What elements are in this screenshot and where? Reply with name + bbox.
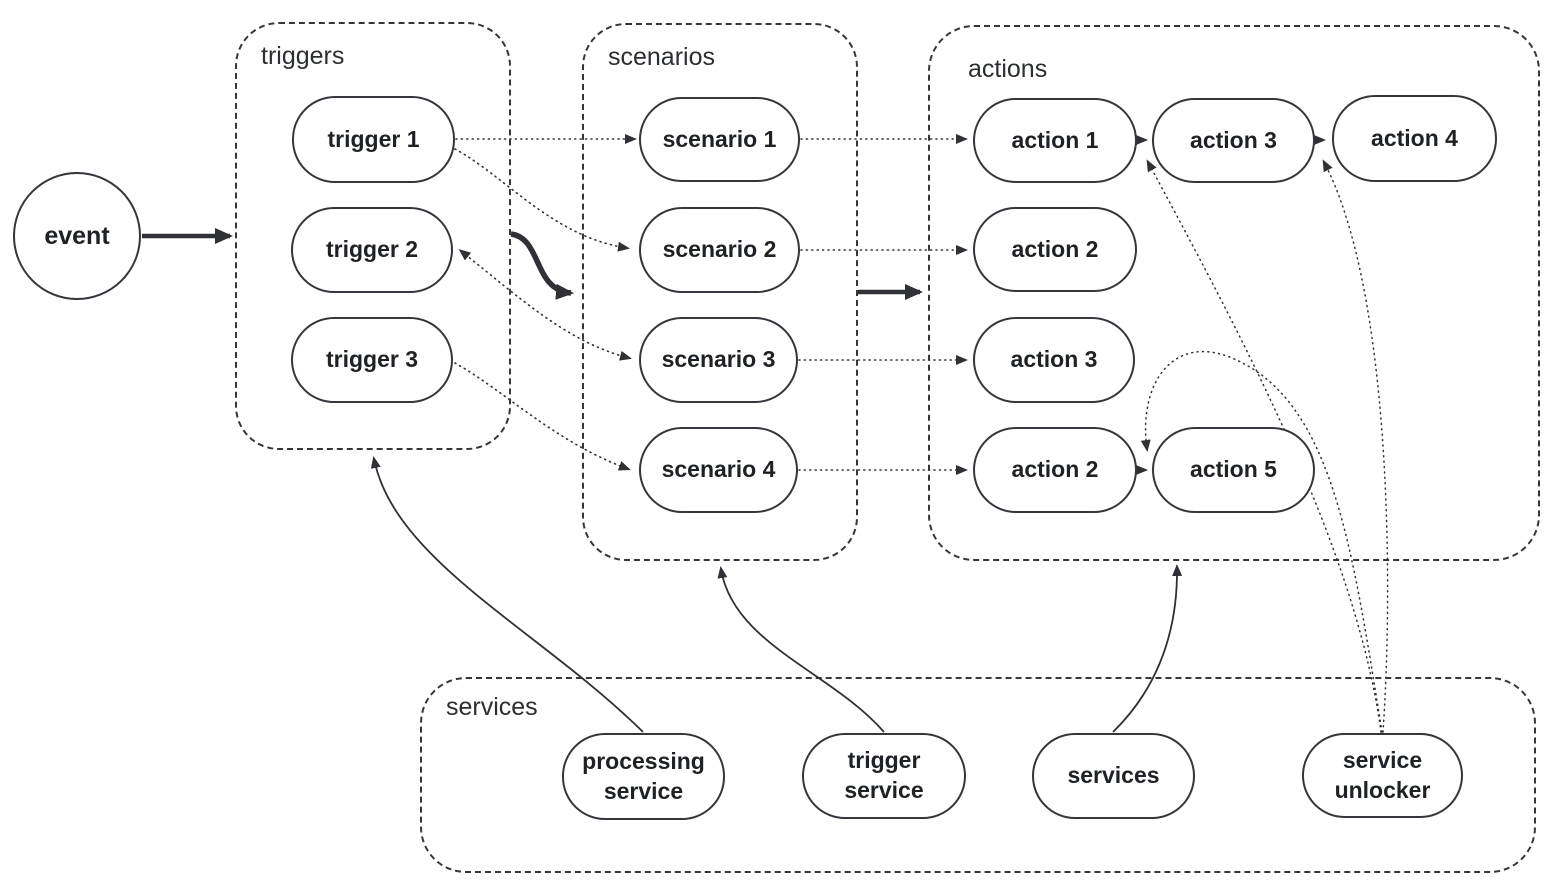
node-action-5-label: action 5 — [1190, 456, 1277, 483]
node-scenario-2: scenario 2 — [639, 207, 800, 293]
node-scenario-1: scenario 1 — [639, 97, 800, 182]
node-scenario-2-label: scenario 2 — [662, 236, 777, 263]
node-trigger-service-label: trigger service — [844, 747, 924, 803]
container-triggers — [235, 22, 511, 450]
container-actions-label: actions — [968, 55, 1048, 83]
node-trigger-3-label: trigger 3 — [325, 346, 419, 373]
node-action-1: action 1 — [973, 98, 1137, 183]
node-action-2-row2: action 2 — [973, 207, 1137, 292]
node-trigger-3: trigger 3 — [291, 317, 453, 403]
container-scenarios-label: scenarios — [608, 43, 715, 71]
node-scenario-4: scenario 4 — [639, 427, 798, 513]
edge-service-unlocker-to-action3-junction — [1322, 159, 1389, 733]
node-scenario-3-label: scenario 3 — [661, 346, 776, 373]
node-action-3-top-label: action 3 — [1190, 126, 1277, 153]
edge-service-unlocker-to-action5-junction — [1140, 351, 1383, 733]
node-trigger-1: trigger 1 — [292, 96, 455, 183]
edge-trigger3-to-scenario4 — [454, 362, 631, 471]
node-scenario-1-label: scenario 1 — [662, 125, 777, 152]
node-trigger-2-label: trigger 2 — [325, 236, 419, 263]
edge-trigger2-scenario3-bidirectional — [458, 249, 632, 361]
container-services — [420, 677, 1536, 873]
node-action-4-label: action 4 — [1371, 124, 1458, 151]
node-services-label: services — [1067, 762, 1160, 789]
node-action-2-row2-label: action 2 — [1011, 235, 1099, 262]
node-services: services — [1032, 733, 1195, 819]
node-trigger-service: trigger service — [802, 733, 966, 819]
edge-triggers-to-scenarios — [510, 231, 574, 300]
edge-services-to-actions — [1112, 564, 1183, 733]
node-action-5: action 5 — [1152, 427, 1315, 513]
node-processing-service-label: processing service — [582, 747, 705, 804]
node-action-1-label: action 1 — [1011, 126, 1099, 153]
node-processing-service: processing service — [562, 733, 725, 820]
container-services-label: services — [446, 693, 538, 721]
container-triggers-label: triggers — [261, 42, 345, 70]
node-action-3-row3: action 3 — [973, 317, 1135, 403]
node-action-3-top: action 3 — [1152, 98, 1315, 183]
node-service-unlocker-label: service unlocker — [1334, 746, 1431, 803]
node-action-2-row4-label: action 2 — [1011, 456, 1099, 483]
node-trigger-2: trigger 2 — [291, 207, 453, 293]
node-action-2-row4: action 2 — [973, 427, 1137, 513]
node-scenario-3: scenario 3 — [639, 317, 798, 403]
node-action-3-row3-label: action 3 — [1010, 346, 1098, 373]
edge-trigger-service-to-scenarios — [717, 566, 885, 733]
node-trigger-1-label: trigger 1 — [327, 125, 420, 152]
node-scenario-4-label: scenario 4 — [661, 456, 776, 483]
node-service-unlocker: service unlocker — [1302, 733, 1463, 818]
edge-trigger1-to-scenario2 — [454, 148, 630, 252]
edge-processing-service-to-triggers — [370, 456, 644, 733]
container-actions — [928, 25, 1540, 561]
node-action-4: action 4 — [1332, 95, 1497, 182]
node-event: event — [13, 172, 141, 300]
node-event-label: event — [44, 221, 110, 250]
